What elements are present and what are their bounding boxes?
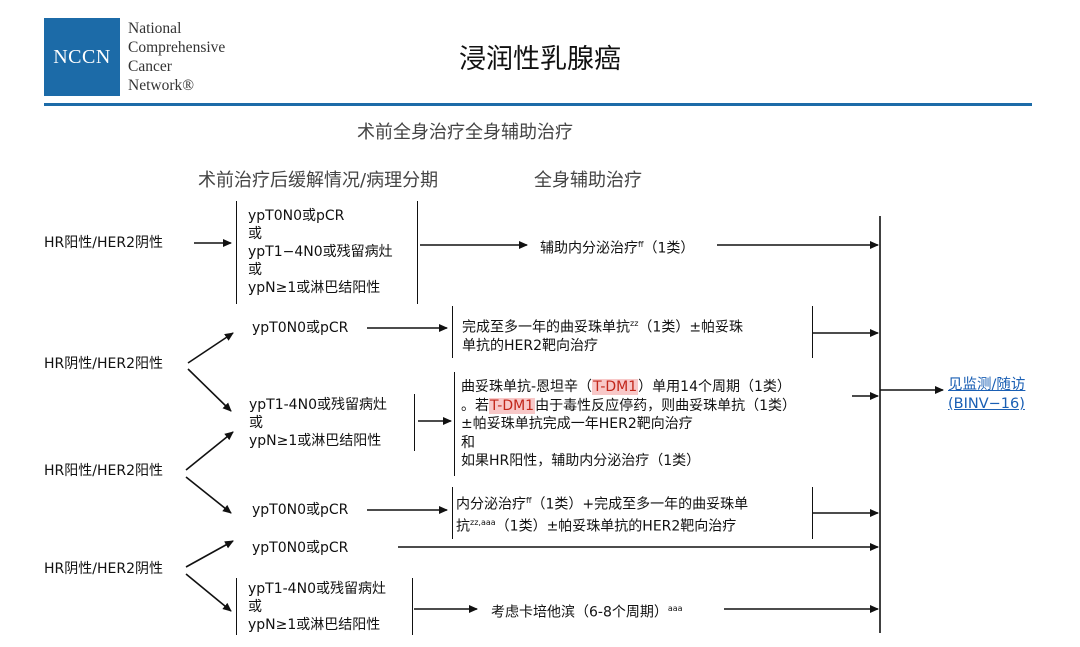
treatment-t6: 考虑卡培他滨（6-8个周期）aaa — [491, 600, 683, 622]
stage-line: ypT1−4N0或残留病灶 — [248, 244, 393, 260]
logo-wordmark: National Comprehensive Cancer Network® — [128, 19, 225, 95]
group-hr-pos-her2-pos: HR阳性/HER2阳性 — [44, 463, 163, 479]
stage-s5: ypT0N0或pCR — [252, 540, 349, 556]
arrow-hrpos-her2pos-a — [185, 431, 234, 471]
arrow-hrneg-her2neg-b — [185, 573, 232, 612]
t2-line1: 完成至多一年的曲妥珠单抗 — [462, 319, 630, 336]
t2-line1-tail: （1类）±帕妥珠 — [638, 319, 744, 336]
stage-line: ypN≥1或淋巴结阳性 — [248, 617, 381, 633]
arrow-hrpos-her2pos-b — [185, 476, 232, 514]
stage-line: ypT1-4N0或残留病灶 — [249, 397, 387, 413]
logo-line: Network® — [128, 77, 195, 94]
t6-sup: aaa — [667, 604, 683, 613]
t1-text: 辅助内分泌治疗 — [540, 240, 638, 257]
section-title: 术前全身治疗全身辅助治疗 — [357, 122, 573, 143]
bracket-t4-left — [452, 487, 453, 539]
stage-s4: ypT0N0或pCR — [252, 502, 349, 518]
t3-highlight-tdm1-2: T-DM1 — [489, 397, 536, 414]
t1-sup: ff — [638, 240, 644, 249]
column-header-stage: 术前治疗后缓解情况/病理分期 — [198, 170, 439, 191]
t4-a1: 内分泌治疗 — [456, 496, 526, 513]
t2-sup: zz — [630, 319, 639, 328]
logo-abbr: NCCN — [53, 45, 111, 68]
stage-line: 或 — [249, 415, 263, 431]
bracket-s1-right — [417, 201, 418, 304]
stage-s2: ypT0N0或pCR — [252, 320, 349, 336]
stage-line: 或 — [248, 262, 262, 278]
t1-tail: （1类） — [643, 240, 695, 257]
logo-line: Cancer — [128, 58, 172, 75]
follow-up-link-line2[interactable]: (BINV−16) — [948, 396, 1025, 412]
group-hr-neg-her2-pos: HR阴性/HER2阳性 — [44, 356, 163, 372]
header-divider — [44, 103, 1032, 106]
stage-line: ypT0N0或pCR — [248, 208, 345, 224]
bracket-t2-left — [452, 306, 453, 358]
t4-b2: （1类）±帕妥珠单抗的HER2靶向治疗 — [495, 518, 737, 535]
bracket-t4-right — [812, 487, 813, 539]
treatment-t1: 辅助内分泌治疗ff（1类） — [540, 236, 694, 258]
bracket-s1-left — [236, 201, 237, 304]
bracket-t3-left — [454, 372, 455, 476]
column-header-adjuvant: 全身辅助治疗 — [534, 170, 642, 191]
logo-line: Comprehensive — [128, 39, 226, 56]
stage-s6: ypT1-4N0或残留病灶 或 ypN≥1或淋巴结阳性 — [248, 580, 386, 634]
bracket-s6-left — [236, 578, 237, 635]
nccn-logo: NCCN — [44, 18, 120, 96]
stage-line: 或 — [248, 599, 262, 615]
follow-up-link[interactable]: 见监测/随访 (BINV−16) — [948, 376, 1025, 414]
logo-line: National — [128, 20, 182, 37]
t3-d: 和 — [461, 434, 475, 451]
bracket-s3-right — [414, 394, 415, 451]
treatment-t2: 完成至多一年的曲妥珠单抗zz（1类）±帕妥珠 单抗的HER2靶向治疗 — [462, 315, 743, 355]
t6-text: 考虑卡培他滨（6-8个周期） — [491, 604, 668, 621]
group-hr-pos-her2-neg: HR阳性/HER2阴性 — [44, 235, 163, 251]
bracket-s6-right — [412, 578, 413, 635]
arrow-hrneg-her2pos-a — [187, 332, 234, 364]
arrow-hrneg-her2pos-b — [187, 368, 232, 412]
t3-a2: ）单用14个周期（1类） — [638, 379, 791, 395]
t3-b1: 。若 — [461, 397, 489, 414]
t3-a1: 曲妥珠单抗-恩坦辛（ — [461, 379, 593, 395]
stage-s3: ypT1-4N0或残留病灶 或 ypN≥1或淋巴结阳性 — [249, 396, 387, 450]
stage-line: ypN≥1或淋巴结阳性 — [248, 280, 381, 296]
t3-highlight-tdm1: T-DM1 — [592, 379, 639, 395]
t4-a2: （1类）+完成至多一年的曲妥珠单 — [531, 496, 749, 513]
bracket-t2-right — [812, 306, 813, 358]
t3-e: 如果HR阳性，辅助内分泌治疗（1类） — [461, 453, 701, 469]
t4-sup2: zz,aaa — [470, 517, 496, 527]
group-hr-neg-her2-neg: HR阴性/HER2阴性 — [44, 561, 163, 577]
arrow-hrneg-her2neg-a — [185, 540, 234, 568]
stage-line: ypN≥1或淋巴结阳性 — [249, 433, 382, 449]
stage-line: ypT1-4N0或残留病灶 — [248, 581, 386, 597]
t3-b2: 由于毒性反应停药，则曲妥珠单抗（1类） — [535, 397, 796, 414]
t4-b1: 抗 — [456, 518, 470, 535]
stage-s1: ypT0N0或pCR 或 ypT1−4N0或残留病灶 或 ypN≥1或淋巴结阳性 — [248, 207, 393, 297]
treatment-t3: 曲妥珠单抗-恩坦辛（T-DM1）单用14个周期（1类） 。若T-DM1由于毒性反… — [461, 378, 796, 471]
t3-c: ±帕妥珠单抗完成一年HER2靶向治疗 — [461, 416, 693, 432]
page-title: 浸润性乳腺癌 — [459, 44, 621, 75]
stage-line: 或 — [248, 226, 262, 242]
t4-sup1: ff — [526, 496, 532, 505]
treatment-t4: 内分泌治疗ff（1类）+完成至多一年的曲妥珠单 抗zz,aaa（1类）±帕妥珠单… — [456, 492, 748, 535]
t2-line2: 单抗的HER2靶向治疗 — [462, 337, 599, 354]
follow-up-link-line1[interactable]: 见监测/随访 — [948, 377, 1026, 393]
